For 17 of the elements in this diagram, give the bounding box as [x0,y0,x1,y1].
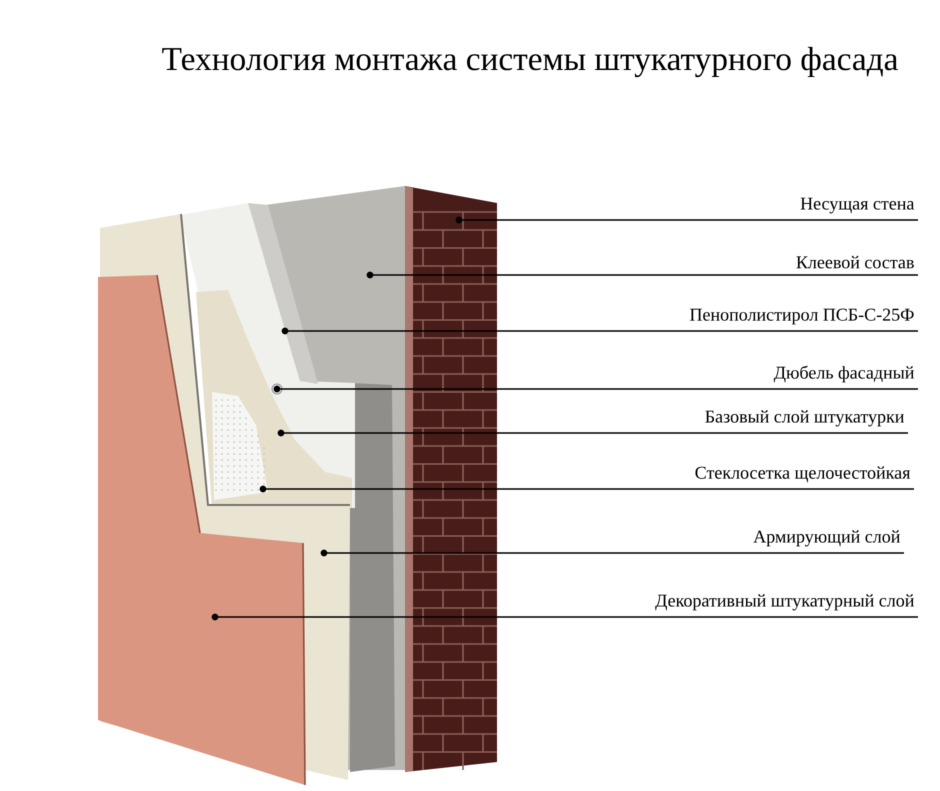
leader-line [281,432,908,434]
layer-label: Декоративный штукатурный слой [655,594,914,610]
leader-line [215,616,918,618]
leader-line [277,388,918,390]
layer-label: Несущая стена [800,198,914,214]
leader-line [459,219,918,221]
layer-label: Пенополистирол ПСБ-С-25Ф [690,308,914,324]
title: Технология монтажа системы штукатурного фасада [162,46,898,78]
layer-label: Армирующий слой [753,530,900,546]
leader-line [285,330,918,332]
layer-label: Дюбель фасадный [774,366,914,382]
layer-label: Клеевой состав [796,256,914,268]
layer-label: Базовый слой штукатурки [705,410,904,426]
leader-line [263,488,914,490]
leader-line [370,274,918,276]
layer-label: Стеклосетка щелочестойкая [695,466,910,482]
leader-line [324,552,904,554]
